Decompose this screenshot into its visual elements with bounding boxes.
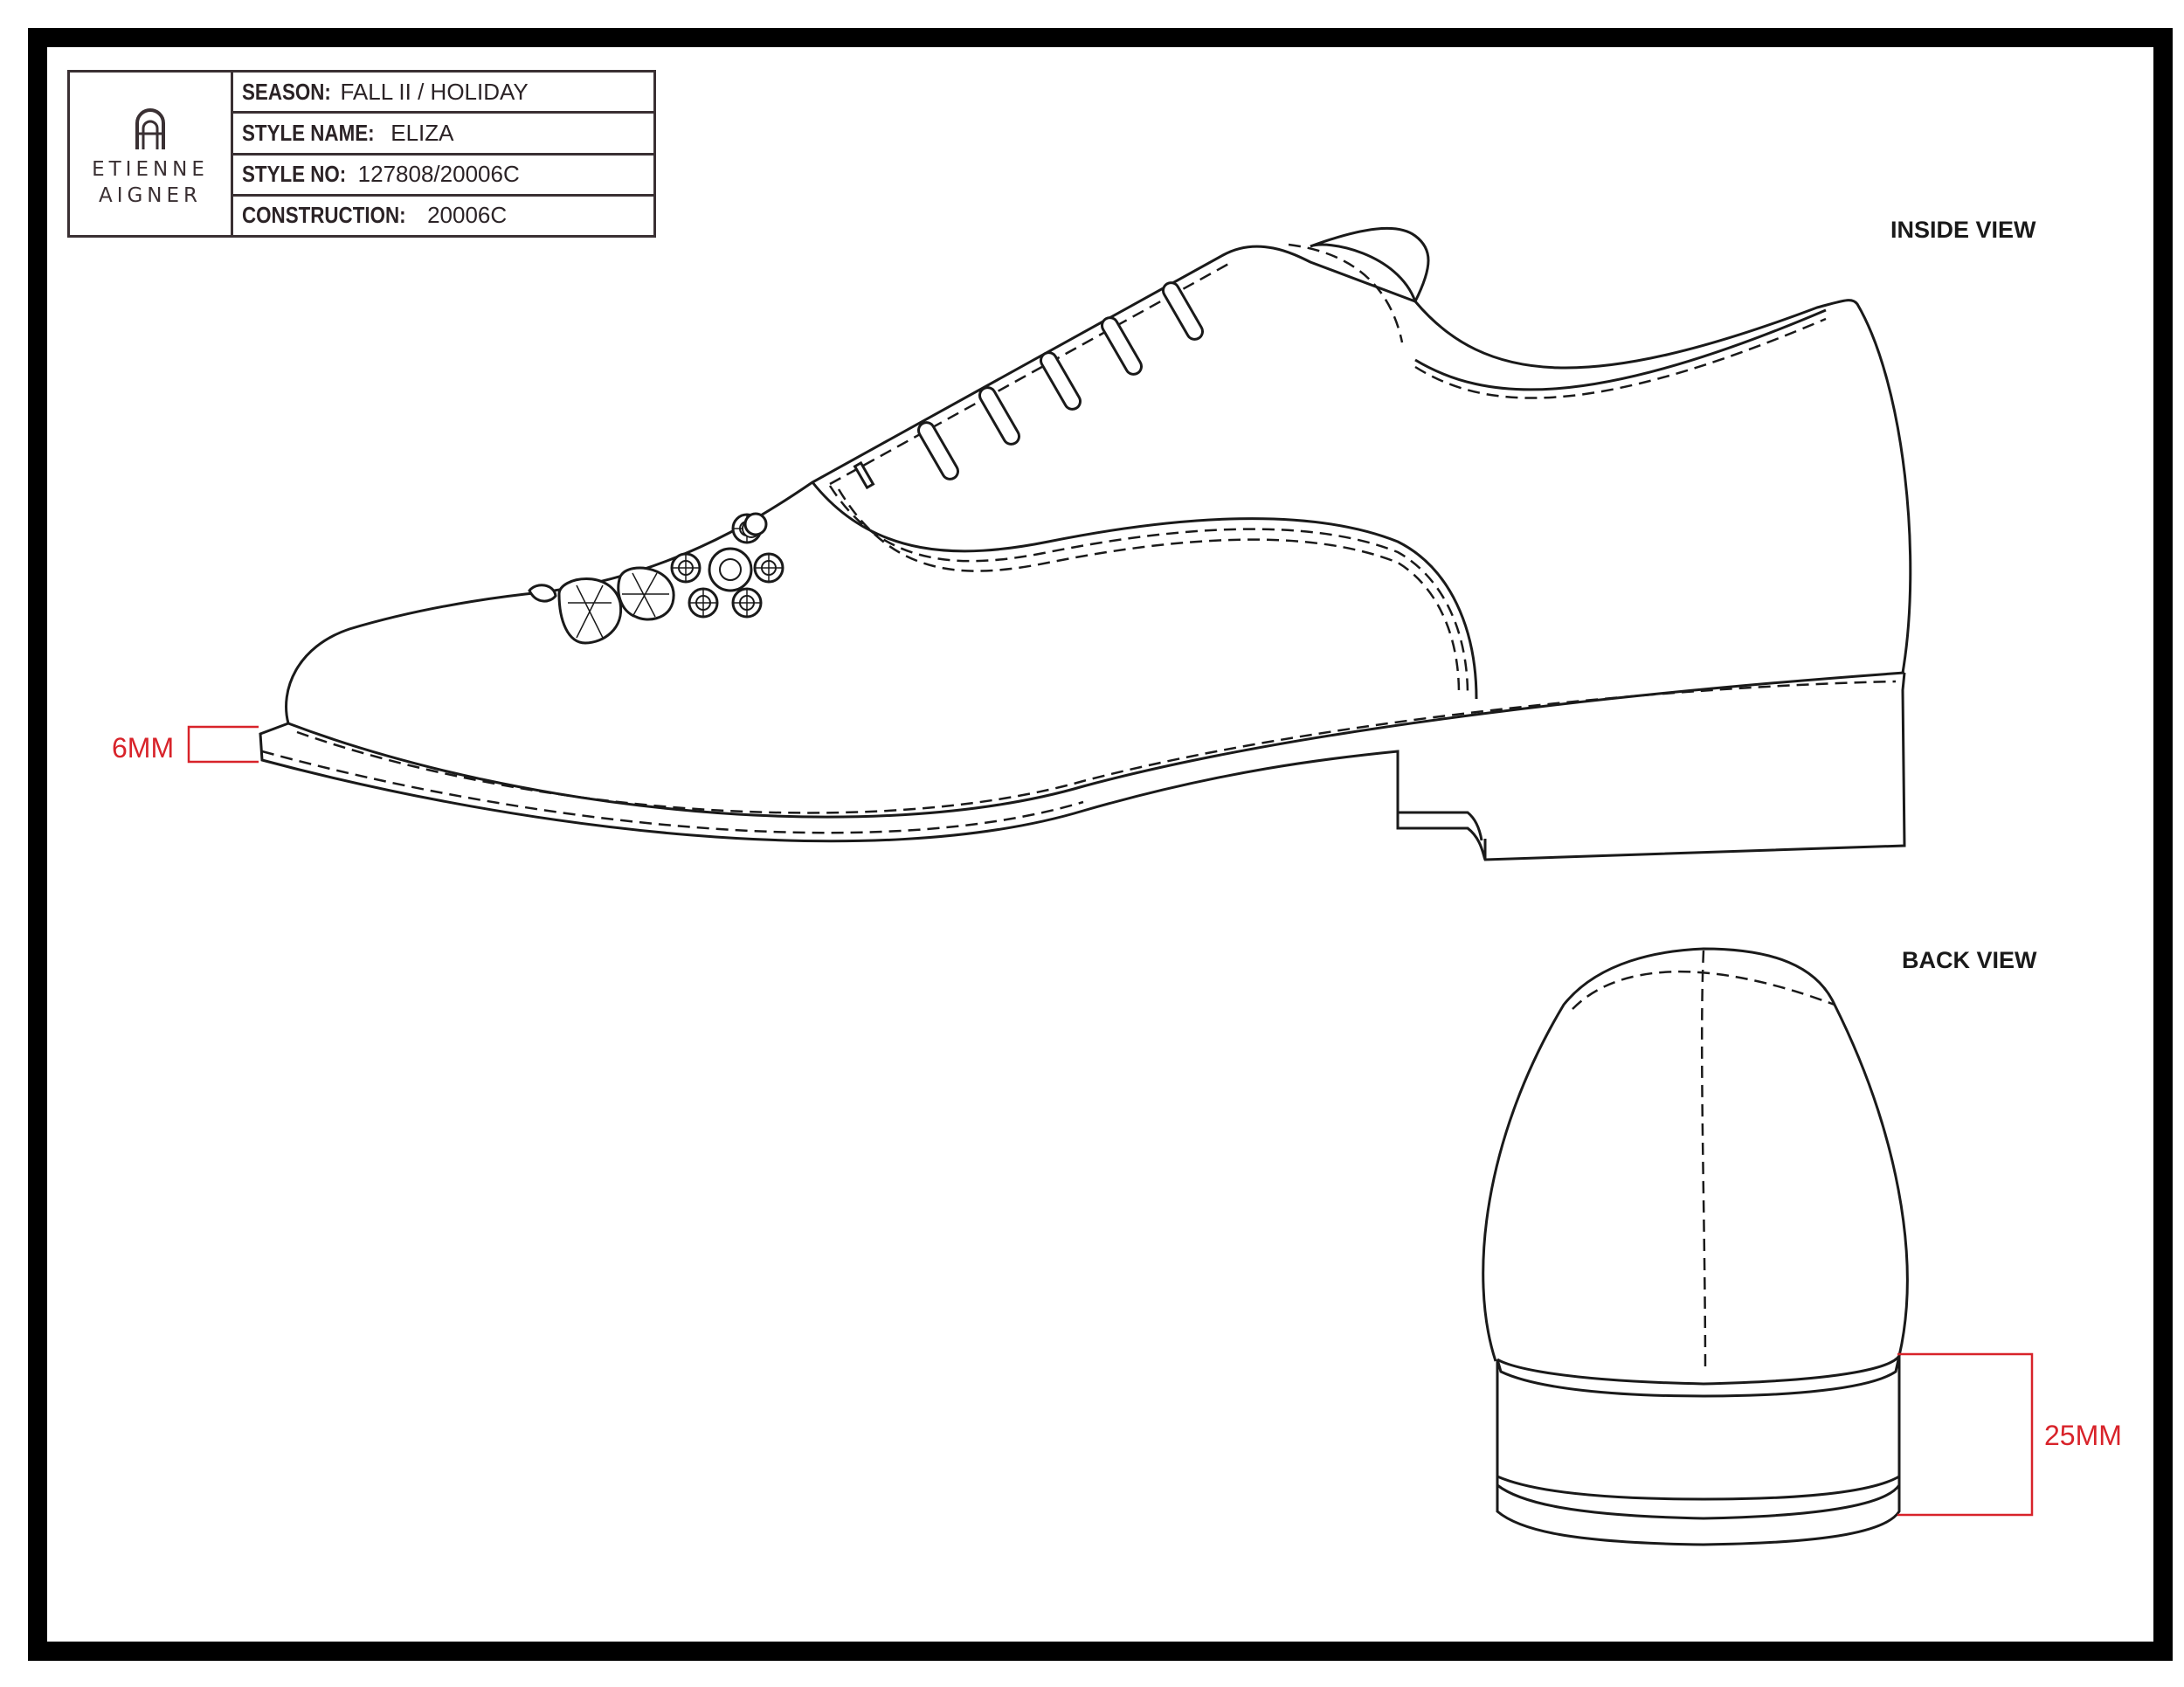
quarter-seam <box>811 481 1478 700</box>
back-view-label: BACK VIEW <box>1902 947 2037 973</box>
season-label: SEASON: <box>242 78 331 105</box>
brand-line-1: ETIENNE <box>92 158 209 181</box>
season-value: FALL II / HOLIDAY <box>340 78 529 105</box>
inside-view-label: INSIDE VIEW <box>1890 217 2036 243</box>
horseshoe-a-logo-icon <box>135 108 165 149</box>
spec-table: ETIENNE AIGNER SEASON: FALL II / HOLIDAY… <box>67 70 656 238</box>
spec-row-style-name: STYLE NAME: ELIZA <box>233 114 653 156</box>
construction-value: 20006C <box>427 202 508 229</box>
brand-line-2: AIGNER <box>98 184 203 207</box>
spec-row-season: SEASON: FALL II / HOLIDAY <box>233 73 653 114</box>
upper-outline <box>285 226 1430 724</box>
inside-view-shoe <box>259 226 1912 861</box>
heel-height-dimension-bracket <box>1897 1352 2034 1517</box>
back-heel-top <box>1496 1355 1901 1386</box>
style-name-label: STYLE NAME: <box>242 119 375 146</box>
spec-row-style-no: STYLE NO: 127808/20006C <box>233 156 653 197</box>
crystal-embellishment <box>528 512 784 645</box>
back-view-shoe <box>1482 947 1909 1546</box>
toe-sole-dimension-label: 6MM <box>112 732 175 764</box>
construction-label: CONSTRUCTION: <box>242 202 406 229</box>
heel-block <box>1396 751 1483 841</box>
heel-height-dimension-label: 25MM <box>2044 1420 2122 1451</box>
style-no-value: 127808/20006C <box>357 161 520 188</box>
brand-logo: ETIENNE AIGNER <box>70 73 233 235</box>
spec-row-construction: CONSTRUCTION: 20006C <box>233 197 653 235</box>
outsole <box>259 672 1906 861</box>
laces <box>917 281 1204 481</box>
heel-counter <box>1482 947 1909 1362</box>
style-name-value: ELIZA <box>390 119 454 146</box>
style-no-label: STYLE NO: <box>242 161 347 188</box>
toe-sole-dimension-bracket <box>187 725 259 764</box>
drawing-frame <box>28 28 2173 1661</box>
welt <box>287 671 1905 819</box>
brand-name: ETIENNE AIGNER <box>92 156 209 209</box>
spec-rows: SEASON: FALL II / HOLIDAY STYLE NAME: EL… <box>233 73 653 235</box>
